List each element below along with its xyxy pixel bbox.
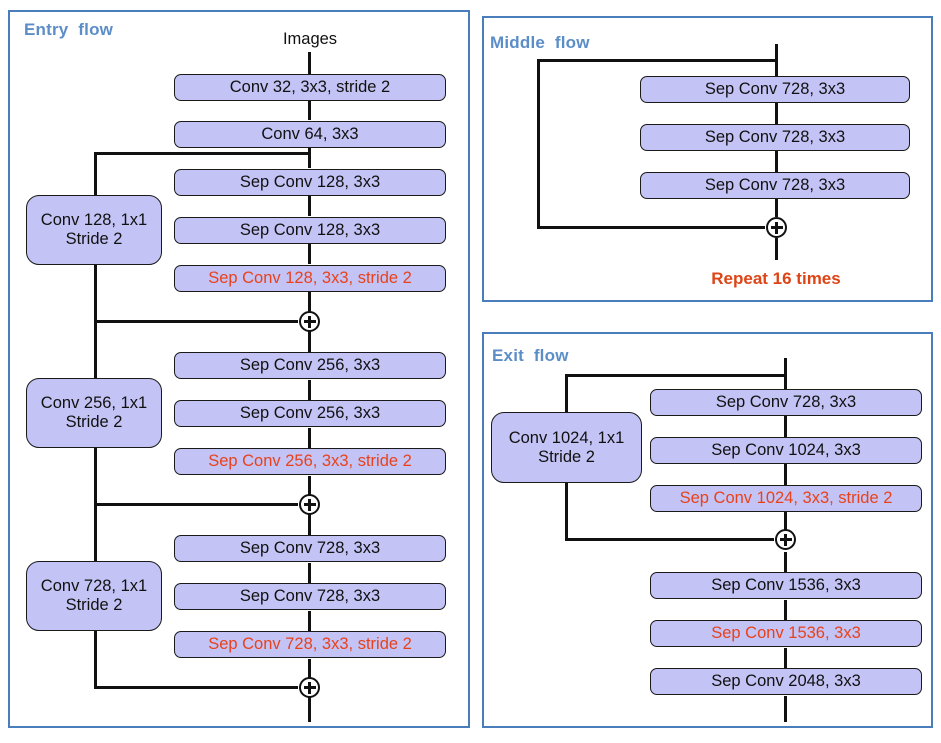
skip-connector-line bbox=[95, 152, 310, 155]
entry-box-2[interactable]: Conv 64, 3x3 bbox=[174, 121, 446, 148]
connector-line bbox=[308, 196, 311, 216]
entry-flow-title: Entry flow bbox=[24, 20, 114, 39]
entry-flow-input-label: Images bbox=[282, 30, 338, 48]
skip-connector-line bbox=[94, 503, 97, 563]
middle-box-1[interactable]: Sep Conv 728, 3x3 bbox=[640, 76, 910, 103]
connector-line bbox=[775, 150, 778, 172]
connector-line bbox=[308, 100, 311, 120]
exit-flow-title: Exit flow bbox=[492, 346, 569, 365]
skip-connector-line bbox=[537, 59, 777, 62]
entry-box-8[interactable]: Sep Conv 256, 3x3, stride 2 bbox=[174, 448, 446, 475]
middle-flow-caption: Repeat 16 times bbox=[711, 269, 841, 288]
skip-connector-line bbox=[94, 264, 97, 322]
exit-box-1[interactable]: Sep Conv 728, 3x3 bbox=[650, 389, 922, 416]
add-node-icon bbox=[775, 529, 796, 550]
entry-box-7[interactable]: Sep Conv 256, 3x3 bbox=[174, 400, 446, 427]
skip-connector-line bbox=[537, 59, 540, 229]
skip-connector-line bbox=[94, 320, 97, 380]
add-node-icon bbox=[299, 677, 320, 698]
entry-skip-box-2[interactable]: Conv 256, 1x1 Stride 2 bbox=[26, 378, 162, 448]
entry-box-1[interactable]: Conv 32, 3x3, stride 2 bbox=[174, 74, 446, 101]
skip-connector-line bbox=[565, 374, 786, 377]
skip-box-line2: Stride 2 bbox=[65, 413, 123, 431]
connector-line bbox=[308, 563, 311, 583]
add-node-icon bbox=[299, 494, 320, 515]
connector-line bbox=[308, 244, 311, 264]
skip-connector-line bbox=[565, 374, 568, 414]
skip-connector-line bbox=[94, 631, 97, 689]
middle-flow-panel bbox=[482, 16, 933, 302]
middle-box-2[interactable]: Sep Conv 728, 3x3 bbox=[640, 124, 910, 151]
add-node-icon bbox=[299, 311, 320, 332]
exit-box-6[interactable]: Sep Conv 2048, 3x3 bbox=[650, 668, 922, 695]
skip-box-line1: Conv 256, 1x1 bbox=[40, 394, 148, 413]
connector-line bbox=[784, 648, 787, 670]
connector-line bbox=[775, 198, 778, 217]
connector-line bbox=[308, 380, 311, 400]
connector-line bbox=[308, 659, 311, 679]
add-node-icon bbox=[766, 217, 787, 238]
skip-box-line2: Stride 2 bbox=[538, 447, 595, 466]
entry-box-3[interactable]: Sep Conv 128, 3x3 bbox=[174, 169, 446, 196]
skip-box-line2: Stride 2 bbox=[65, 230, 123, 248]
entry-skip-box-1[interactable]: Conv 128, 1x1 Stride 2 bbox=[26, 195, 162, 265]
skip-box-line1: Conv 1024, 1x1 bbox=[508, 428, 625, 447]
skip-box-line2: Stride 2 bbox=[65, 596, 123, 614]
middle-box-3[interactable]: Sep Conv 728, 3x3 bbox=[640, 172, 910, 199]
exit-skip-box-1[interactable]: Conv 1024, 1x1 Stride 2 bbox=[491, 412, 642, 483]
middle-flow-title: Middle flow bbox=[490, 33, 590, 52]
entry-box-6[interactable]: Sep Conv 256, 3x3 bbox=[174, 352, 446, 379]
skip-connector-line bbox=[565, 481, 568, 541]
connector-line bbox=[308, 328, 311, 352]
connector-line bbox=[308, 611, 311, 631]
skip-connector-line bbox=[565, 538, 774, 541]
connector-line bbox=[784, 600, 787, 622]
entry-box-10[interactable]: Sep Conv 728, 3x3 bbox=[174, 583, 446, 610]
exit-box-2[interactable]: Sep Conv 1024, 3x3 bbox=[650, 437, 922, 464]
exit-box-4[interactable]: Sep Conv 1536, 3x3 bbox=[650, 572, 922, 599]
connector-line bbox=[308, 428, 311, 448]
entry-box-4[interactable]: Sep Conv 128, 3x3 bbox=[174, 217, 446, 244]
connector-line bbox=[775, 238, 778, 260]
connector-line bbox=[308, 476, 311, 496]
connector-line bbox=[784, 696, 787, 722]
entry-box-9[interactable]: Sep Conv 728, 3x3 bbox=[174, 535, 446, 562]
exit-box-5[interactable]: Sep Conv 1536, 3x3 bbox=[650, 620, 922, 647]
connector-line bbox=[308, 148, 311, 168]
connector-line bbox=[784, 512, 787, 531]
skip-connector-line bbox=[94, 686, 298, 689]
connector-line bbox=[308, 696, 311, 722]
skip-connector-line bbox=[94, 152, 97, 196]
entry-skip-box-3[interactable]: Conv 728, 1x1 Stride 2 bbox=[26, 561, 162, 631]
connector-line bbox=[308, 511, 311, 535]
skip-connector-line bbox=[94, 320, 298, 323]
skip-connector-line bbox=[94, 503, 298, 506]
skip-box-line1: Conv 128, 1x1 bbox=[40, 211, 148, 230]
skip-box-line1: Conv 728, 1x1 bbox=[40, 577, 148, 596]
connector-line bbox=[784, 416, 787, 438]
connector-line bbox=[308, 292, 311, 312]
connector-line bbox=[308, 52, 311, 78]
entry-box-11[interactable]: Sep Conv 728, 3x3, stride 2 bbox=[174, 631, 446, 658]
exit-box-3[interactable]: Sep Conv 1024, 3x3, stride 2 bbox=[650, 485, 922, 512]
skip-connector-line bbox=[94, 448, 97, 506]
skip-connector-line bbox=[537, 226, 765, 229]
entry-box-5[interactable]: Sep Conv 128, 3x3, stride 2 bbox=[174, 265, 446, 292]
connector-line bbox=[784, 552, 787, 574]
connector-line bbox=[784, 464, 787, 486]
connector-line bbox=[775, 102, 778, 124]
